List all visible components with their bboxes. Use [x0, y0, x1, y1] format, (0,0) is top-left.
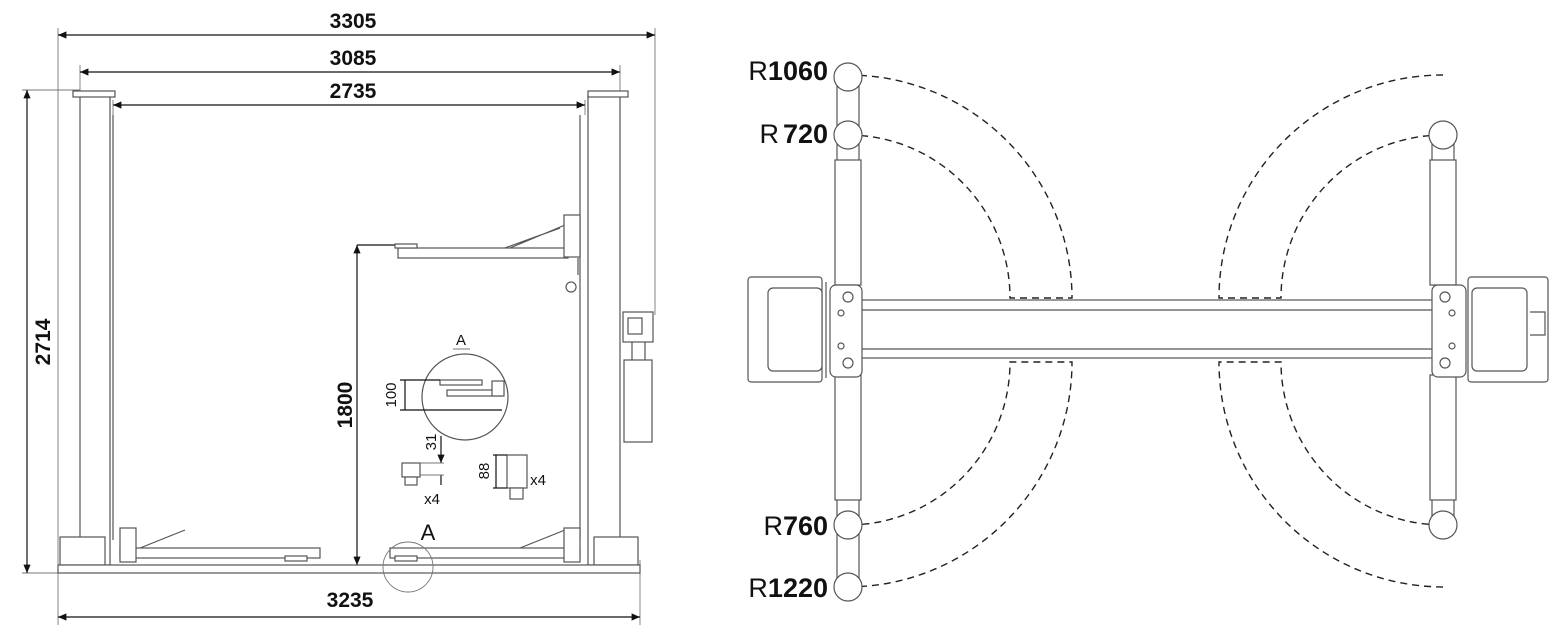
lift-pad — [833, 62, 863, 92]
lift-pad — [833, 572, 863, 602]
lift-pad — [1428, 120, 1458, 150]
dimension-arm-height: 1800 — [334, 244, 400, 565]
radius-label-r1220: R1220 — [748, 573, 828, 603]
dimension-inner-clearance: 2735 — [113, 80, 585, 109]
left-arms — [833, 62, 863, 602]
left-column — [59, 90, 116, 566]
dimension-label: 2735 — [330, 80, 377, 103]
lift-pad — [833, 510, 863, 540]
lift-pad — [833, 120, 863, 150]
raised-arm — [394, 214, 581, 293]
detail-callout-circle — [382, 541, 434, 593]
dimension-label: 1800 — [334, 382, 357, 429]
control-box — [622, 311, 654, 443]
left-carriage — [747, 276, 863, 383]
dimension-base-width: 3235 — [58, 589, 640, 621]
adapter-tall-height-label: 88 — [476, 463, 493, 480]
lift-pad — [1428, 510, 1458, 540]
tall-adapter — [506, 454, 528, 489]
detail-label: A — [456, 332, 466, 349]
radius-label-r760: R760 — [763, 511, 828, 541]
radius-label-r1060: R1060 — [748, 56, 828, 86]
short-adapter — [401, 462, 421, 478]
front-view: 3305 3085 2735 2714 3235 1800 — [22, 10, 656, 625]
crossbeam — [859, 299, 1436, 359]
dimension-label: 3085 — [330, 47, 377, 70]
right-arms — [1428, 120, 1458, 540]
adapter-short-qty: x4 — [424, 491, 440, 508]
dimension-label: 3235 — [327, 589, 374, 612]
dimension-label: 2714 — [32, 318, 55, 365]
adapter-tall-qty: x4 — [530, 472, 546, 489]
adapter-short-height-label: 31 — [423, 434, 440, 451]
floor-base — [57, 564, 641, 574]
dimension-column-width: 3085 — [80, 47, 620, 76]
dimension-height: 2714 — [23, 90, 55, 573]
detail-a: A 100 31 x4 88 x4 A — [382, 332, 546, 593]
right-carriage — [1431, 276, 1549, 383]
dimension-label: 3305 — [330, 10, 377, 33]
dimension-overall-width: 3305 — [58, 10, 655, 39]
arm-swing-arcs — [847, 74, 1444, 588]
detail-callout-label: A — [421, 520, 436, 545]
pad-height-label: 100 — [383, 382, 400, 407]
lowered-arms — [119, 527, 581, 563]
